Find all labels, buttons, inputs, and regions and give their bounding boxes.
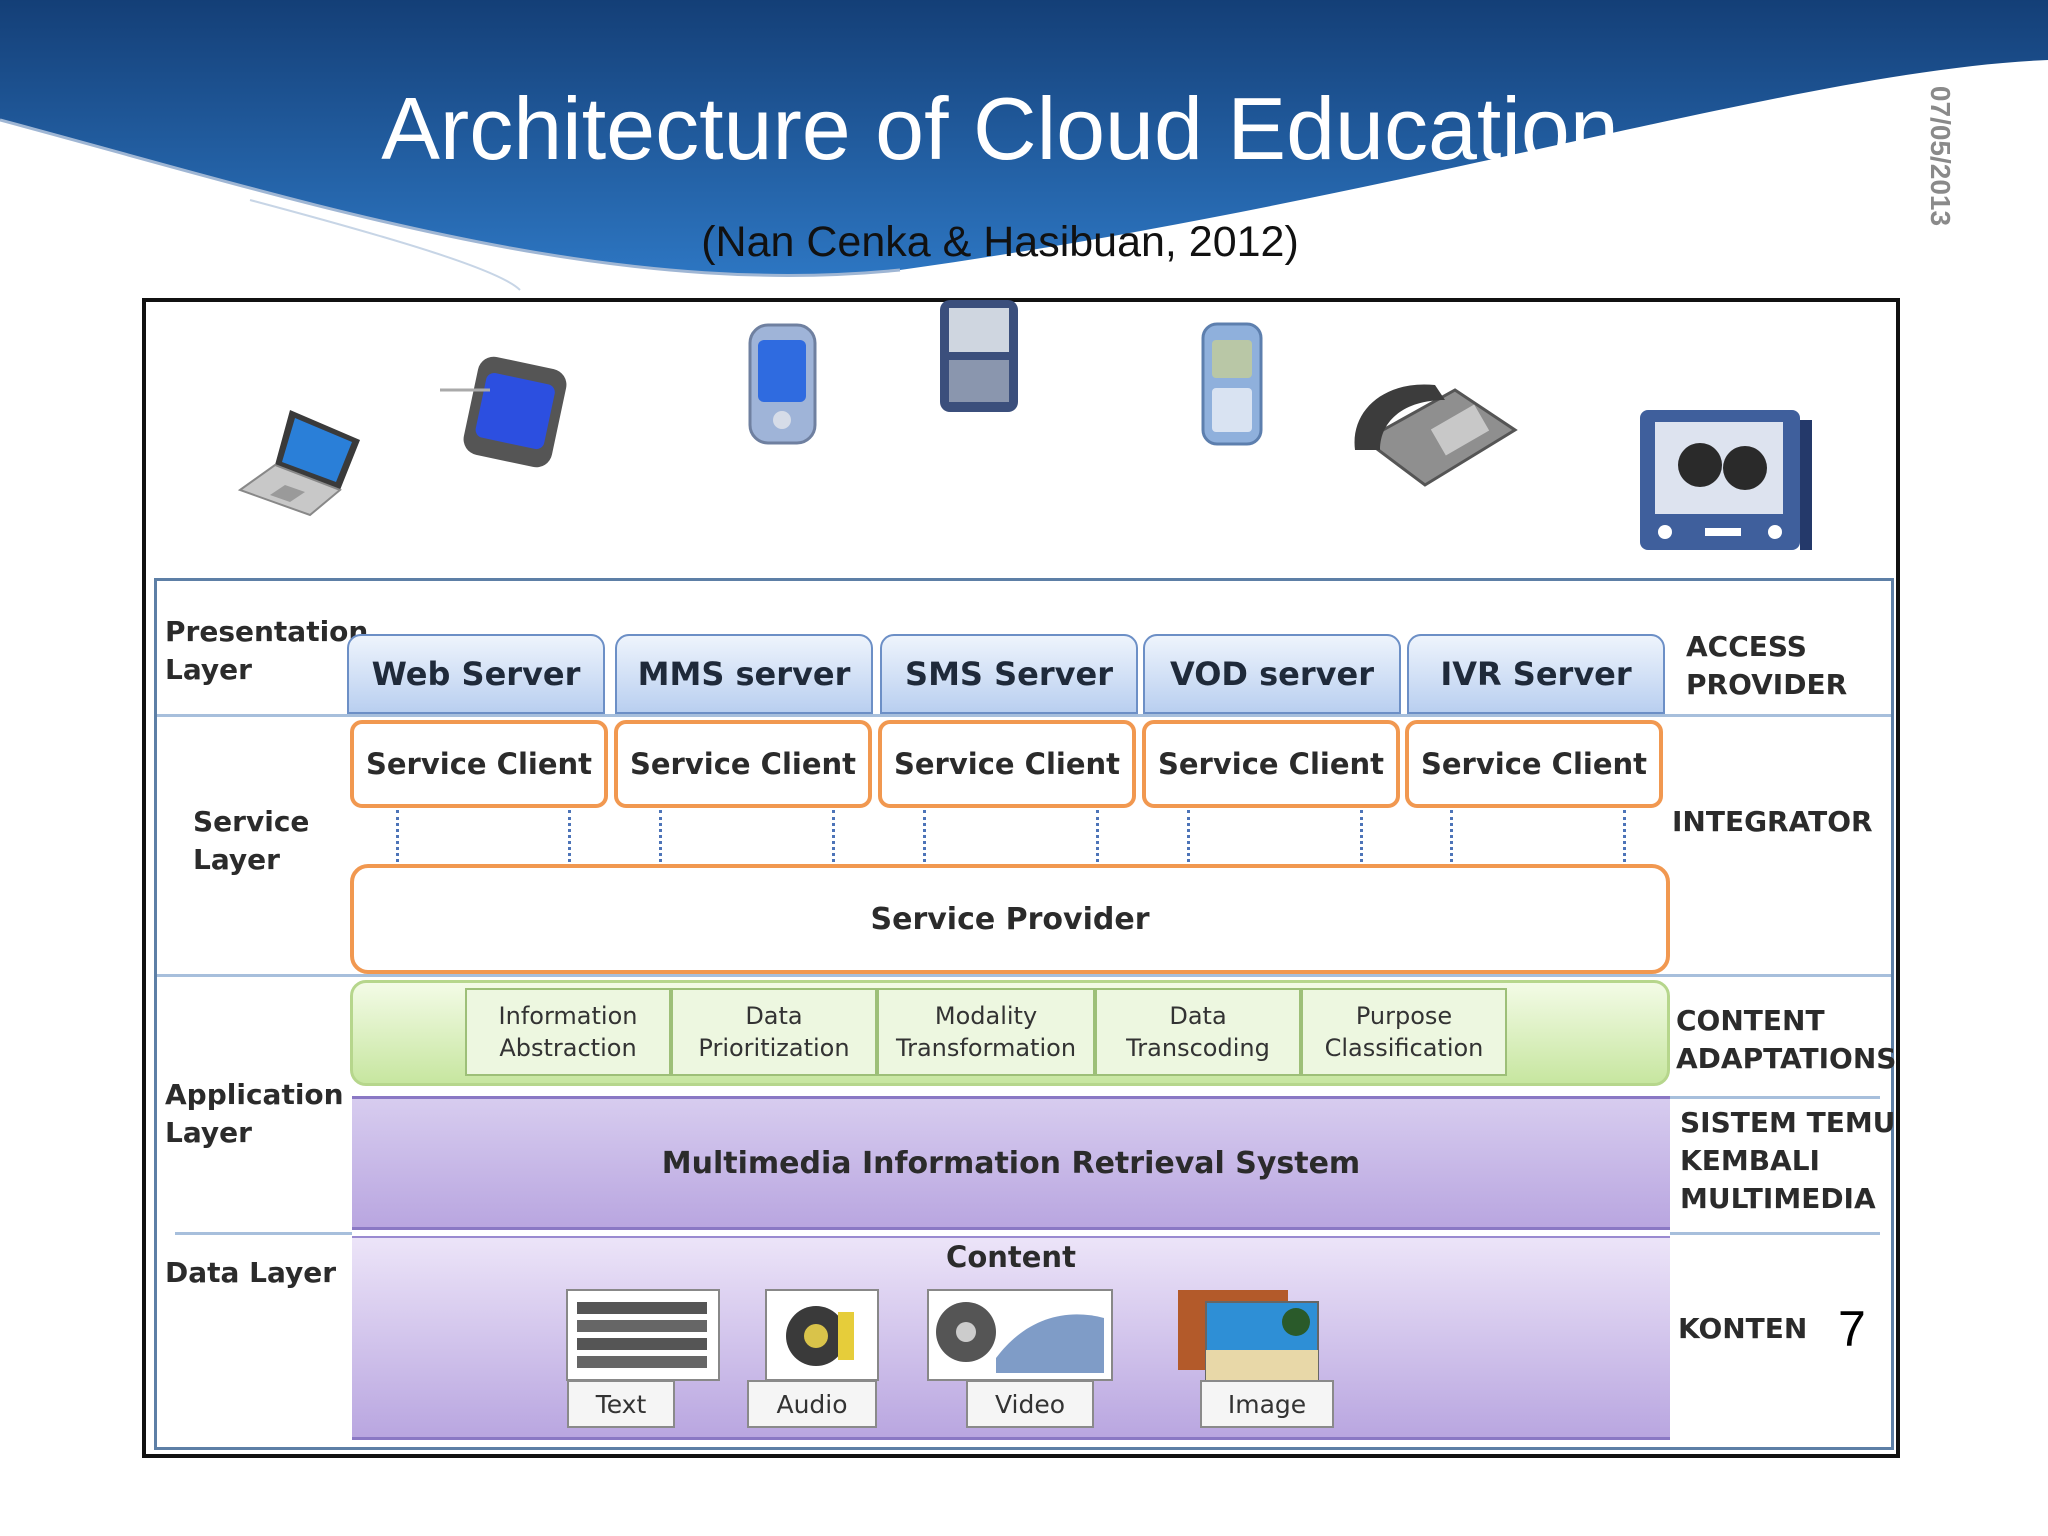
divider-adaptations [1670,1096,1880,1099]
header-swoosh [0,0,2048,291]
pda-icon [748,323,817,445]
connector-line [1450,810,1453,862]
media-video-label: Video [966,1380,1094,1428]
divider-presentation [157,714,1891,717]
desk-phone-icon [1354,384,1518,487]
access-provider-label: ACCESS PROVIDER [1686,630,1848,701]
layers-container [154,578,1894,1450]
connector-line [923,810,926,862]
connector-line [1096,810,1099,862]
integrator-label: INTEGRATOR [1672,805,1873,838]
image-photos-icon [1178,1290,1319,1381]
connector-line [568,810,571,862]
data-layer-label: Data Layer [165,1256,337,1289]
konten-label: KONTEN [1678,1312,1808,1345]
server-vod: VOD server [1143,634,1401,714]
slide-citation: (Nan Cenka & Hasibuan, 2012) [701,218,1299,266]
adaptation-data-transcoding: Data Transcoding [1095,988,1301,1076]
mobile-phone-icon [1201,322,1263,446]
service-client-3: Service Client [878,720,1136,808]
slide-title: Architecture of Cloud Education [381,79,1619,178]
service-provider-box: Service Provider [350,864,1670,974]
video-reel-icon [927,1289,1113,1381]
server-mms: MMS server [615,634,873,714]
connector-line [832,810,835,862]
presentation-layer-label: Presentation Layer [165,615,369,686]
connector-line [1360,810,1363,862]
connector-line [396,810,399,862]
divider-service [157,974,1891,977]
slide-number: 7 [1838,1301,1866,1357]
service-layer-label: Service Layer [193,805,310,876]
content-adaptations-label: CONTENT ADAPTATIONS [1676,1004,1897,1075]
server-sms: SMS Server [880,634,1138,714]
service-client-4: Service Client [1142,720,1400,808]
slide-date: 07/05/2013 [1920,80,1960,240]
server-ivr: IVR Server [1407,634,1665,714]
laptop-icon [237,410,360,517]
connector-line [659,810,662,862]
smartphone-icon [940,300,1018,412]
service-client-5: Service Client [1405,720,1663,808]
service-client-2: Service Client [614,720,872,808]
tablet-icon [440,356,567,468]
media-image-label: Image [1200,1380,1334,1428]
adaptation-modality-transformation: Modality Transformation [877,988,1095,1076]
server-web: Web Server [347,634,605,714]
sistem-temu-kembali-label: SISTEM TEMU KEMBALI MULTIMEDIA [1680,1106,1896,1215]
connector-line [1623,810,1626,862]
application-layer-label: Application Layer [165,1078,344,1149]
audio-speaker-icon [765,1289,879,1381]
content-title: Content [946,1240,1076,1274]
connector-line [1187,810,1190,862]
text-stack-icon [566,1289,720,1381]
media-audio-label: Audio [747,1380,877,1428]
adaptation-purpose-classification: Purpose Classification [1301,988,1507,1076]
television-icon [1640,410,1812,550]
divider-retrieval [1670,1232,1880,1235]
adaptation-information-abstraction: Information Abstraction [465,988,671,1076]
adaptation-data-prioritization: Data Prioritization [671,988,877,1076]
slide-date-text: 07/05/2013 [1925,85,1956,227]
service-client-1: Service Client [350,720,608,808]
divider-data [175,1232,352,1235]
media-text-label: Text [567,1380,675,1428]
retrieval-system-band: Multimedia Information Retrieval System [352,1096,1670,1230]
